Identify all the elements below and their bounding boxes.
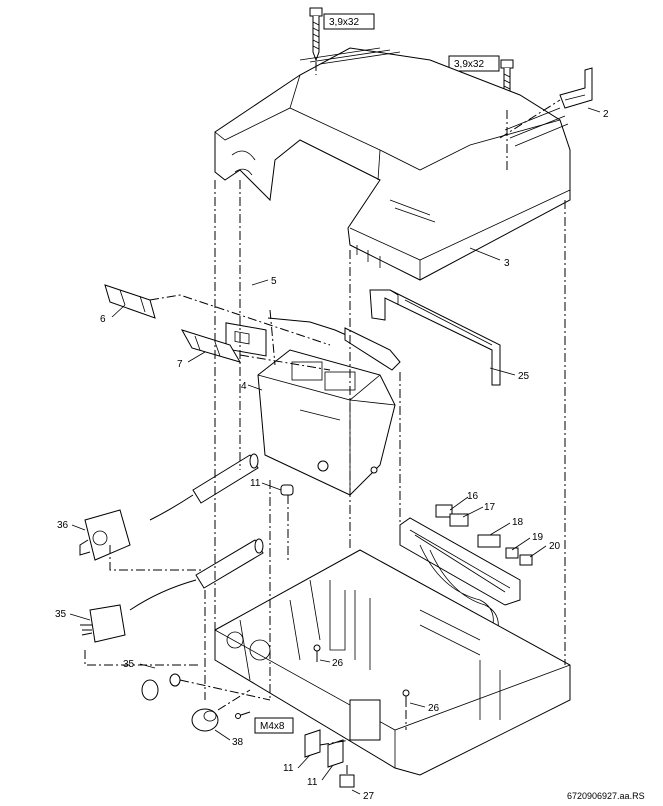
connector-group [435,504,533,566]
knob-part-38 [191,708,219,732]
part-label-19: 19 [532,532,544,543]
sensor-block-35 [80,604,126,643]
knob-part-11 [280,484,294,496]
controller-box [257,349,396,496]
clip-part-11a [304,729,321,758]
clip-part-11b [327,739,344,768]
part-label-11-bottom: 11 [307,777,318,788]
part-label-20: 20 [549,541,561,552]
part-label-26-a: 26 [332,658,344,669]
part-label-17: 17 [484,502,496,513]
part-label-5: 5 [271,276,277,287]
assembly-lines [84,62,566,775]
screw-26b [402,689,410,707]
bolt-m4x8 [235,711,251,719]
part-label-4: 4 [241,381,247,392]
clip-part-27 [339,774,355,788]
leader-bracket [499,99,561,139]
screw-label-box-2 [448,55,500,72]
base-housing [214,549,571,776]
top-screw-left [309,7,323,62]
part-label-11-mid: 11 [283,763,294,774]
bracket-part [559,67,593,109]
card-part-6 [104,284,156,319]
sensor-tube-36 [149,453,259,521]
part-label-25: 25 [518,371,530,382]
part-label-35-bottom: 35 [123,659,135,670]
reference-code: 6720906927.aa.RS [567,791,645,801]
nut-part [141,673,181,701]
screw-label-2: 3,9x32 [454,59,484,70]
part-label-16: 16 [467,491,479,502]
sensor-tube-35 [129,538,264,611]
part-label-35-top: 35 [55,609,67,620]
terminal-strip [399,517,521,641]
top-cover [214,47,571,281]
screw-label-box-1 [323,13,375,30]
part-label-36: 36 [57,520,69,531]
part-label-18: 18 [512,517,524,528]
part-label-6: 6 [100,314,106,325]
part-label-7: 7 [177,359,183,370]
screw-label-1: 3,9x32 [329,17,359,28]
part-label-26-b: 26 [428,703,440,714]
bolt-label-box [254,717,294,734]
module-part-5 [225,317,401,371]
part-label-27: 27 [363,791,375,802]
bolt-label: M4x8 [260,721,285,732]
leader-lines [69,107,601,795]
bracket-rail [369,289,501,386]
sensor-block-36 [79,509,131,561]
screw-26a [313,644,321,662]
part-label-2: 2 [603,109,609,120]
part-label-38: 38 [232,737,244,748]
part-label-11-top: 11 [250,478,261,489]
part-label-3: 3 [504,258,510,269]
